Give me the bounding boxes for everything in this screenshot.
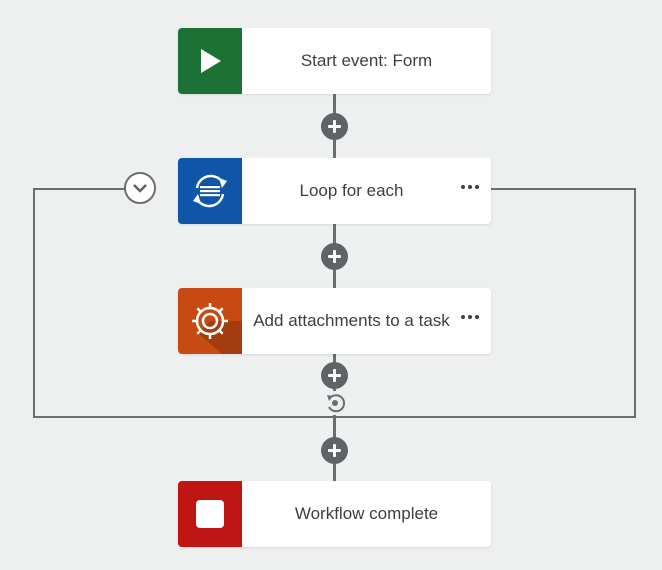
loop-node-more-options-icon[interactable]: [461, 185, 479, 189]
loop-frame-top-right: [491, 188, 636, 190]
chevron-down-icon: [133, 184, 147, 193]
start-node-icon-box: [178, 28, 242, 94]
workflow-complete-label: Workflow complete: [294, 504, 439, 523]
collapse-loop-button[interactable]: [124, 172, 156, 204]
loop-node-icon-box: [178, 158, 242, 224]
loop-frame-bottom: [33, 416, 636, 418]
add-step-button[interactable]: [321, 113, 348, 140]
loop-for-each-label: Loop for each: [299, 181, 404, 200]
attach-node-icon-box: [178, 288, 242, 354]
add-attachments-node[interactable]: Add attachments to a task: [178, 288, 491, 354]
play-icon: [201, 49, 221, 73]
add-step-button[interactable]: [321, 437, 348, 464]
start-event-node[interactable]: Start event: Form: [178, 28, 491, 94]
workflow-complete-node[interactable]: Workflow complete: [178, 481, 491, 547]
loop-frame-right: [634, 188, 636, 418]
start-event-label: Start event: Form: [300, 51, 433, 70]
add-step-button[interactable]: [321, 362, 348, 389]
attach-node-more-options-icon[interactable]: [461, 315, 479, 319]
loop-for-each-node[interactable]: Loop for each: [178, 158, 491, 224]
loop-frame-top-left: [33, 188, 127, 190]
stop-icon: [196, 500, 224, 528]
add-attachments-label: Add attachments to a task: [253, 311, 450, 330]
add-step-button[interactable]: [321, 243, 348, 270]
complete-node-icon-box: [178, 481, 242, 547]
loop-frame-left: [33, 188, 35, 418]
loop-end-marker: [323, 391, 347, 415]
gear-icon: [192, 303, 242, 354]
loop-return-icon: [327, 394, 346, 413]
loop-icon: [193, 174, 227, 208]
